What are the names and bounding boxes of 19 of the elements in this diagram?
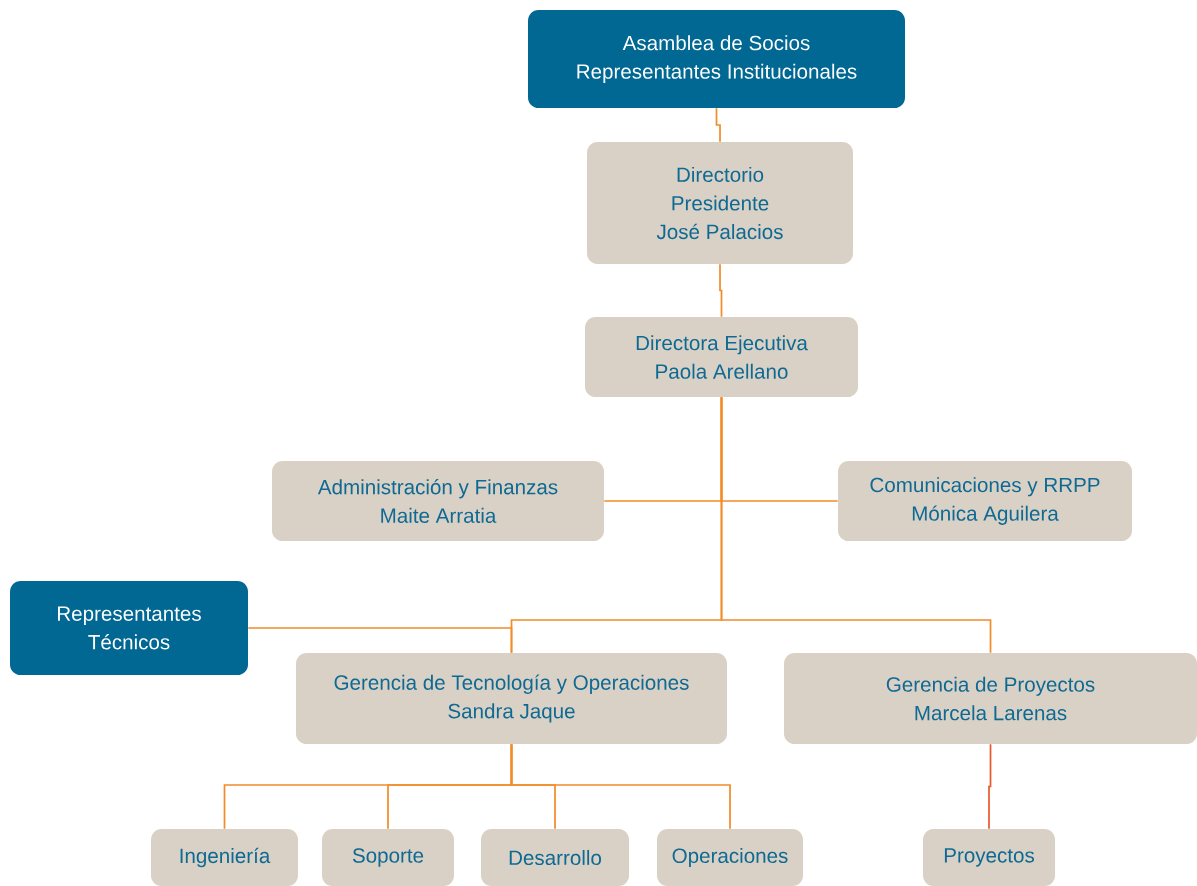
org-box: Ingeniería bbox=[151, 829, 298, 886]
org-box: Directora Ejecutiva Paola Arellano bbox=[585, 317, 859, 397]
org-box: Directorio Presidente José Palacios bbox=[587, 142, 853, 264]
org-box: Asamblea de Socios Representantes Institucionales bbox=[528, 10, 905, 108]
org-box: Gerencia de Proyectos Marcela Larenas bbox=[784, 653, 1197, 744]
org-box: Soporte bbox=[322, 829, 454, 886]
connector-line bbox=[247, 627, 513, 654]
connector-line bbox=[719, 263, 723, 318]
org-box: Administración y Finanzas Maite Arratia bbox=[272, 461, 604, 541]
connector-line bbox=[715, 107, 721, 143]
org-box: Gerencia de Tecnología y Operaciones Sandra Jaque bbox=[296, 653, 727, 744]
connector-line bbox=[510, 743, 731, 830]
org-box: Desarrollo bbox=[481, 829, 629, 886]
org-box: Proyectos bbox=[923, 829, 1055, 886]
org-box: Representantes Técnicos bbox=[10, 581, 248, 675]
org-box: Operaciones bbox=[657, 829, 803, 886]
connector-line bbox=[988, 743, 992, 830]
connector-line bbox=[720, 396, 992, 654]
org-box: Comunicaciones y RRPP Mónica Aguilera bbox=[838, 461, 1132, 541]
